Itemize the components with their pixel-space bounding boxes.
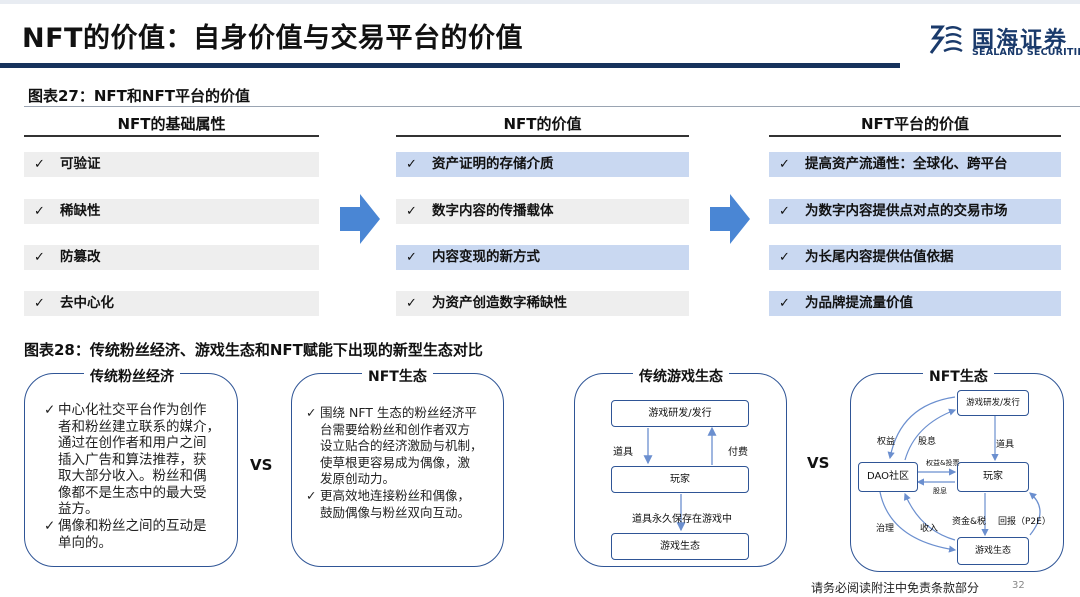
node-player: 玩家 xyxy=(957,462,1029,492)
check-icon: ✓ xyxy=(406,157,417,172)
page-title: NFT的价值：自身价值与交易平台的价值 xyxy=(22,23,523,54)
column-rule xyxy=(396,135,689,137)
check-icon: ✓ xyxy=(34,296,45,311)
label-governance: 治理 xyxy=(876,524,895,534)
list-item: ✓防篡改 xyxy=(24,245,319,270)
column-rule xyxy=(24,135,319,137)
list-item: ✓数字内容的传播载体 xyxy=(396,199,689,224)
list-item: ✓资产证明的存储介质 xyxy=(396,152,689,177)
top-accent-bar xyxy=(0,0,1080,4)
figure28-caption: 图表28：传统粉丝经济、游戏生态和NFT赋能下出现的新型生态对比 xyxy=(24,341,483,359)
node-game-eco: 游戏生态 xyxy=(957,537,1029,565)
fan-traditional-box xyxy=(24,373,238,567)
company-logo: 国海证券 SEALAND SECURITIES xyxy=(928,22,1080,62)
label-dividend: 股息 xyxy=(933,487,947,495)
check-icon: ✓ xyxy=(406,296,417,311)
column-heading-platform: NFT平台的价值 xyxy=(860,115,970,133)
column-heading-basic: NFT的基础属性 xyxy=(117,115,226,133)
right-arrow-icon xyxy=(710,194,750,244)
logo-english-name: SEALAND SECURITIES xyxy=(972,47,1080,58)
check-icon: ✓ xyxy=(44,402,56,418)
list-item: ✓稀缺性 xyxy=(24,199,319,224)
logo-chinese-name: 国海证券 xyxy=(972,28,1069,53)
caption-divider xyxy=(24,106,1080,107)
figure27-caption: 图表27：NFT和NFT平台的价值 xyxy=(28,87,250,105)
list-item: ✓为资产创造数字稀缺性 xyxy=(396,291,689,316)
label-pay: 付费 xyxy=(728,447,748,458)
label-asset-tax: 资金&税 xyxy=(952,517,987,527)
list-item: ✓可验证 xyxy=(24,152,319,177)
node-game-dev: 游戏研发/发行 xyxy=(957,390,1029,416)
check-icon: ✓ xyxy=(306,488,317,503)
list-item: ✓为长尾内容提供估值依据 xyxy=(769,245,1061,270)
vs-label: VS xyxy=(250,456,273,474)
label-props: 道具 xyxy=(613,447,633,458)
check-icon: ✓ xyxy=(44,518,56,534)
check-icon: ✓ xyxy=(779,296,790,311)
column-heading-value: NFT的价值 xyxy=(503,115,582,133)
fan-nft-title: NFT生态 xyxy=(362,366,433,386)
label-rights: 权益 xyxy=(877,437,896,447)
check-icon: ✓ xyxy=(406,250,417,265)
check-icon: ✓ xyxy=(406,204,417,219)
right-arrow-icon xyxy=(340,194,380,244)
title-underline xyxy=(0,63,900,68)
check-icon: ✓ xyxy=(306,405,317,420)
check-icon: ✓ xyxy=(779,157,790,172)
label-p2e: 回报（P2E） xyxy=(998,517,1051,527)
list-item: ✓内容变现的新方式 xyxy=(396,245,689,270)
list-item: ✓提高资产流通性：全球化、跨平台 xyxy=(769,152,1061,177)
vs-label: VS xyxy=(807,454,830,472)
label-props: 道具 xyxy=(996,440,1015,450)
column-rule xyxy=(769,135,1061,137)
sealand-logo-icon xyxy=(929,25,963,54)
list-item: ✓去中心化 xyxy=(24,291,319,316)
label-rights-vote: 权益&投票 xyxy=(926,459,960,467)
game-nft-title: NFT生态 xyxy=(923,366,994,386)
list-item: ✓为数字内容提供点对点的交易市场 xyxy=(769,199,1061,224)
page-number: 32 xyxy=(1012,580,1025,591)
node-dao: DAO社区 xyxy=(858,462,918,492)
label-income: 收入 xyxy=(920,524,939,534)
label-persist: 道具永久保存在游戏中 xyxy=(632,514,732,525)
check-icon: ✓ xyxy=(34,250,45,265)
node-game-dev: 游戏研发/发行 xyxy=(611,400,749,427)
check-icon: ✓ xyxy=(779,204,790,219)
check-icon: ✓ xyxy=(779,250,790,265)
node-player: 玩家 xyxy=(611,466,749,493)
label-dividend: 股息 xyxy=(918,437,937,447)
list-item: ✓为品牌提流量价值 xyxy=(769,291,1061,316)
node-game-eco: 游戏生态 xyxy=(611,533,749,560)
check-icon: ✓ xyxy=(34,157,45,172)
disclaimer-text: 请务必阅读附注中免责条款部分 xyxy=(811,581,980,595)
game-traditional-title: 传统游戏生态 xyxy=(633,366,729,386)
check-icon: ✓ xyxy=(34,204,45,219)
fan-traditional-title: 传统粉丝经济 xyxy=(84,366,180,386)
